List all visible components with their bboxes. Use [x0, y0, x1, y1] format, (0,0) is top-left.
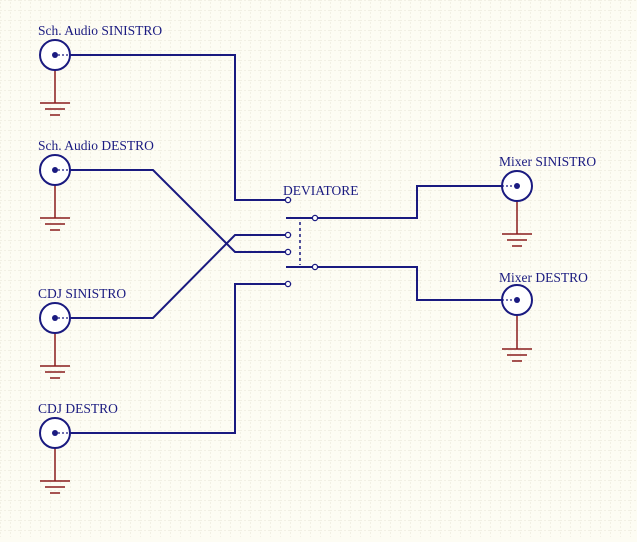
wire-cdj-destro	[70, 283, 288, 434]
ground-icon	[40, 217, 70, 231]
ground-icon	[40, 102, 70, 116]
ground-icon	[40, 365, 70, 379]
label-sch-audio-sinistro: Sch. Audio SINISTRO	[38, 23, 162, 38]
connector-sch-audio-sinistro	[39, 39, 71, 116]
label-cdj-destro: CDJ DESTRO	[38, 401, 118, 416]
connector-mixer-sinistro	[501, 170, 533, 247]
switch-label: DEVIATORE	[283, 183, 359, 198]
label-mixer-destro: Mixer DESTRO	[499, 270, 588, 285]
rca-connector-icon	[39, 154, 71, 186]
rca-connector-icon	[501, 170, 533, 202]
label-mixer-sinistro: Mixer SINISTRO	[499, 154, 596, 169]
connector-cdj-destro	[39, 417, 71, 494]
ground-icon	[40, 480, 70, 494]
wire-cdj-sinistro	[70, 234, 288, 319]
connector-mixer-destro	[501, 284, 533, 362]
label-sch-audio-destro: Sch. Audio DESTRO	[38, 138, 154, 153]
wire-mixer-sinistro	[315, 185, 502, 219]
ground-icon	[502, 233, 532, 247]
wire-sch-destro	[70, 169, 288, 253]
connector-sch-audio-destro	[39, 154, 71, 231]
wires	[70, 54, 502, 434]
rca-connector-icon	[39, 39, 71, 71]
dpdt-switch-icon	[284, 196, 319, 288]
wire-sch-sinistro	[70, 54, 288, 201]
connector-cdj-sinistro	[39, 302, 71, 379]
ground-icon	[502, 348, 532, 362]
rca-connector-icon	[39, 417, 71, 449]
rca-connector-icon	[501, 284, 533, 316]
label-cdj-sinistro: CDJ SINISTRO	[38, 286, 126, 301]
wire-mixer-destro	[315, 266, 502, 301]
rca-connector-icon	[39, 302, 71, 334]
